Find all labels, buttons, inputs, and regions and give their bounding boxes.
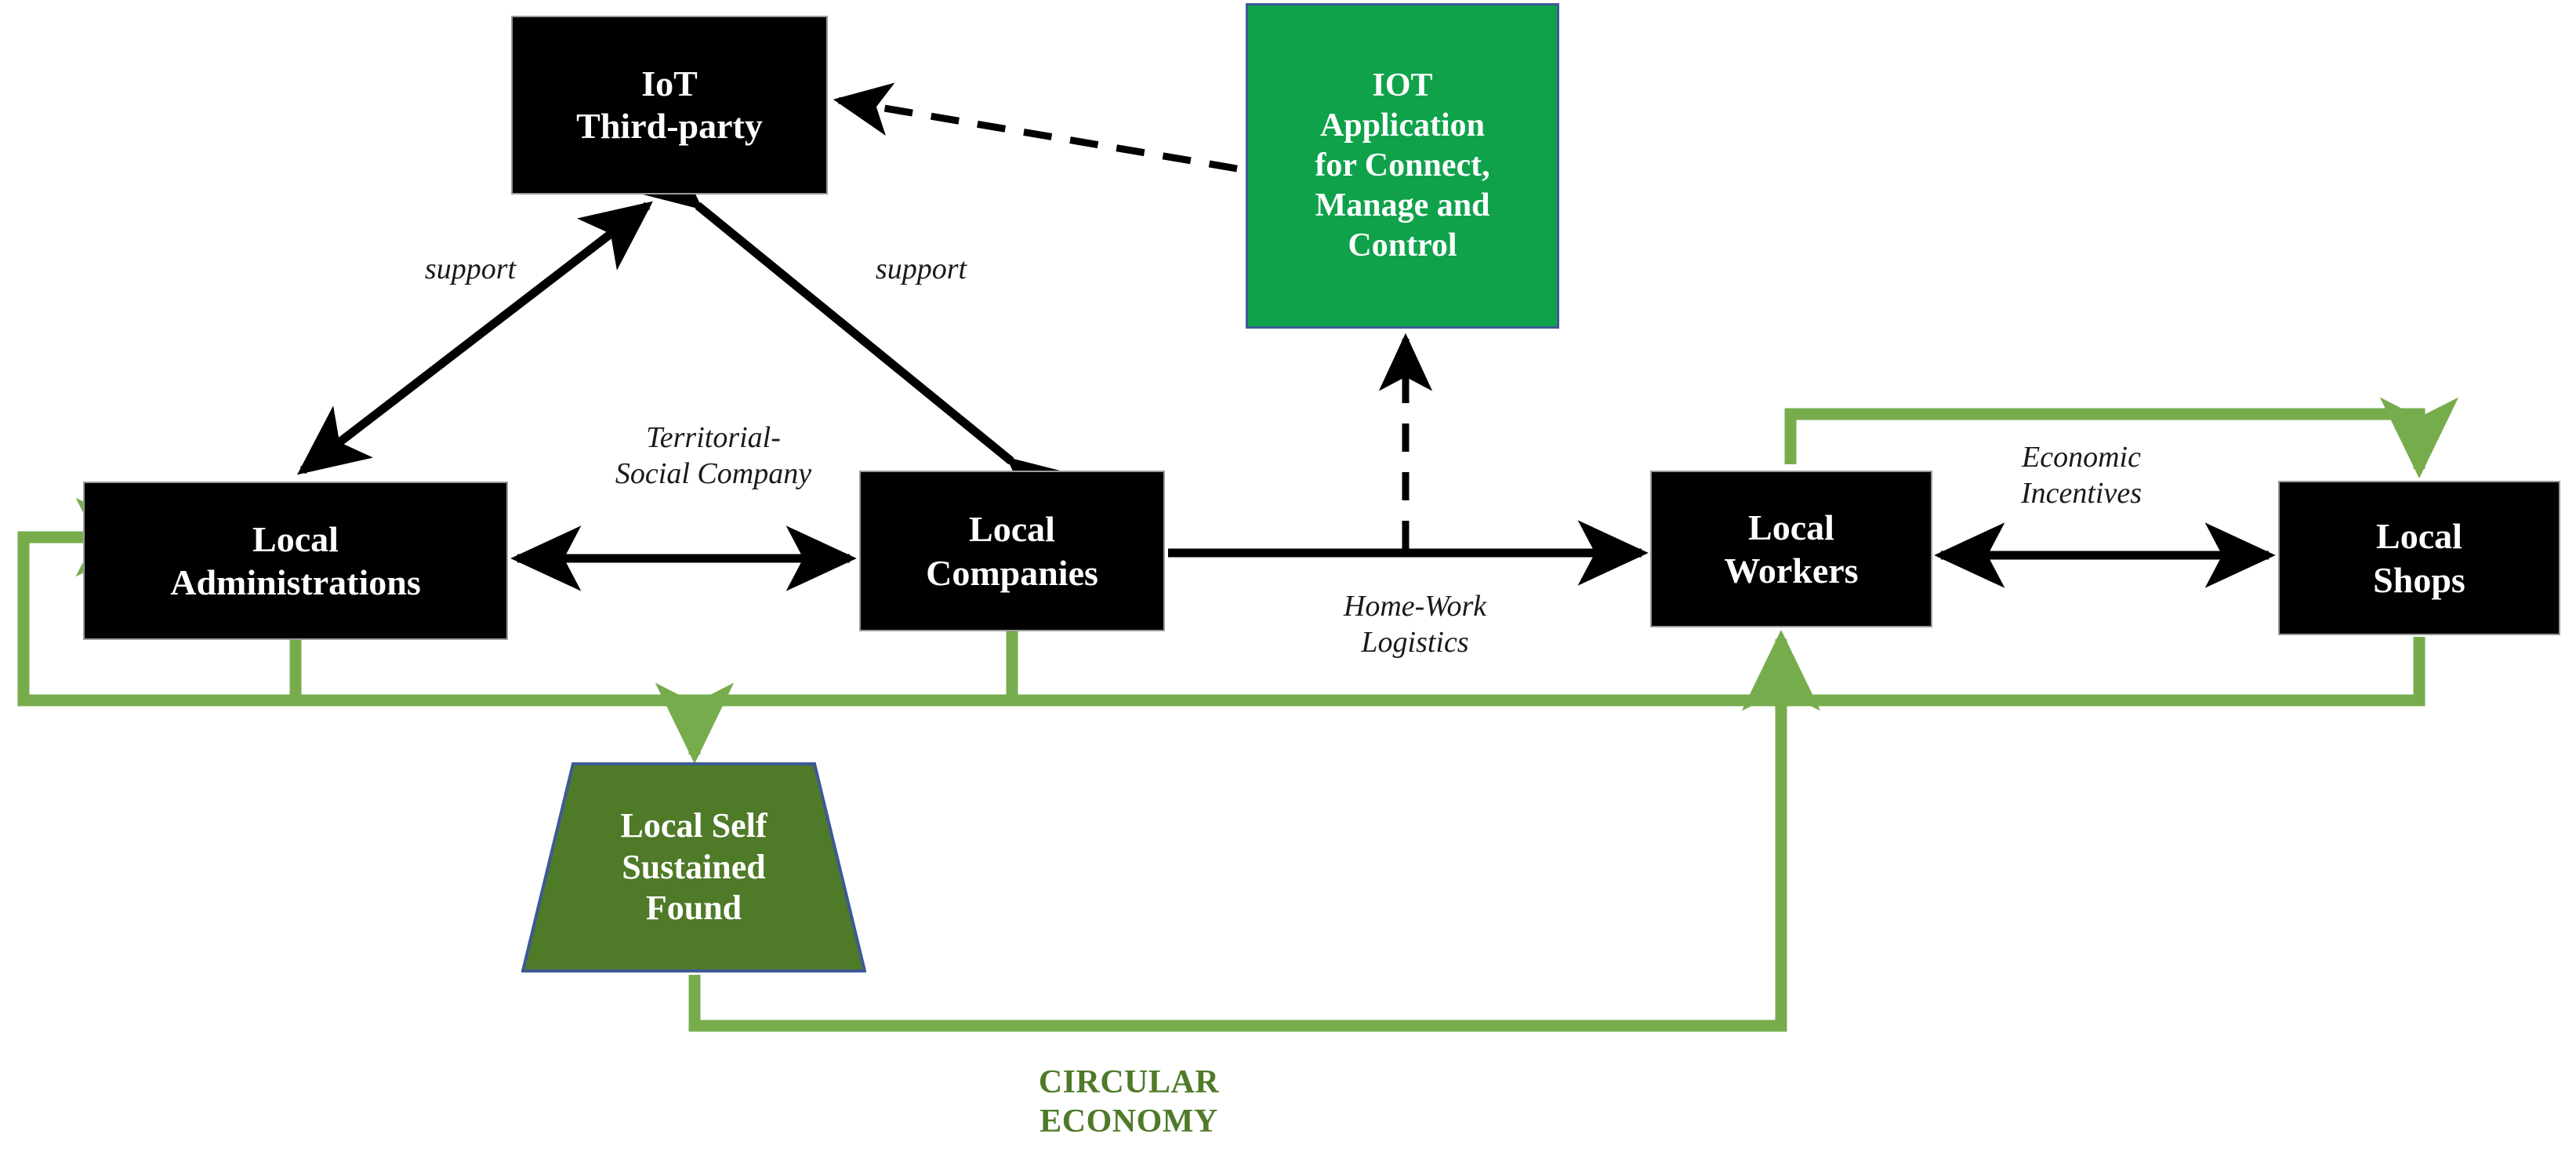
edge-companies-iot	[627, 140, 1082, 527]
edge-iotapp-thirdparty-dashed	[833, 82, 1238, 173]
node-local-shops-label: Local Shops	[2373, 516, 2465, 600]
green-loop-shops-to-administrations	[17, 497, 2425, 707]
node-local-workers[interactable]: Local Workers	[1650, 471, 1932, 627]
edge-label-support-right: support	[875, 253, 967, 285]
node-local-self-sustained-found-label: Local Self Sustained Found	[620, 805, 767, 928]
edge-label-home-work-logistics: Home-Work Logistics	[1343, 590, 1487, 660]
node-local-administrations-label: Local Administrations	[170, 518, 421, 602]
trapezoid-shape	[521, 762, 866, 972]
node-local-shops[interactable]: Local Shops	[2278, 481, 2560, 635]
node-local-self-sustained-found[interactable]: Local Self Sustained Found	[521, 762, 866, 972]
green-loop-workers-to-shops	[1784, 397, 2459, 479]
edge-label-economic-incentives: Economic Incentives	[2020, 441, 2142, 511]
node-local-companies[interactable]: Local Companies	[859, 471, 1165, 631]
node-iot-application-label: IOT Application for Connect, Manage and …	[1315, 67, 1490, 264]
node-iot-application[interactable]: IOT Application for Connect, Manage and …	[1246, 3, 1559, 329]
node-iot-third-party[interactable]: IoT Third-party	[511, 16, 828, 194]
edge-label-support-left: support	[424, 253, 517, 285]
node-local-administrations[interactable]: Local Administrations	[83, 482, 508, 640]
node-iot-third-party-label: IoT Third-party	[576, 63, 763, 146]
green-loop-found-to-workers	[688, 629, 1821, 1032]
edge-admin-iot	[297, 201, 653, 475]
node-local-companies-label: Local Companies	[926, 509, 1098, 593]
circular-economy-caption: CIRCULAR ECONOMY	[1038, 1064, 1220, 1140]
node-local-workers-label: Local Workers	[1724, 507, 1859, 591]
edge-label-territorial-social-company: Territorial- Social Company	[615, 421, 812, 491]
